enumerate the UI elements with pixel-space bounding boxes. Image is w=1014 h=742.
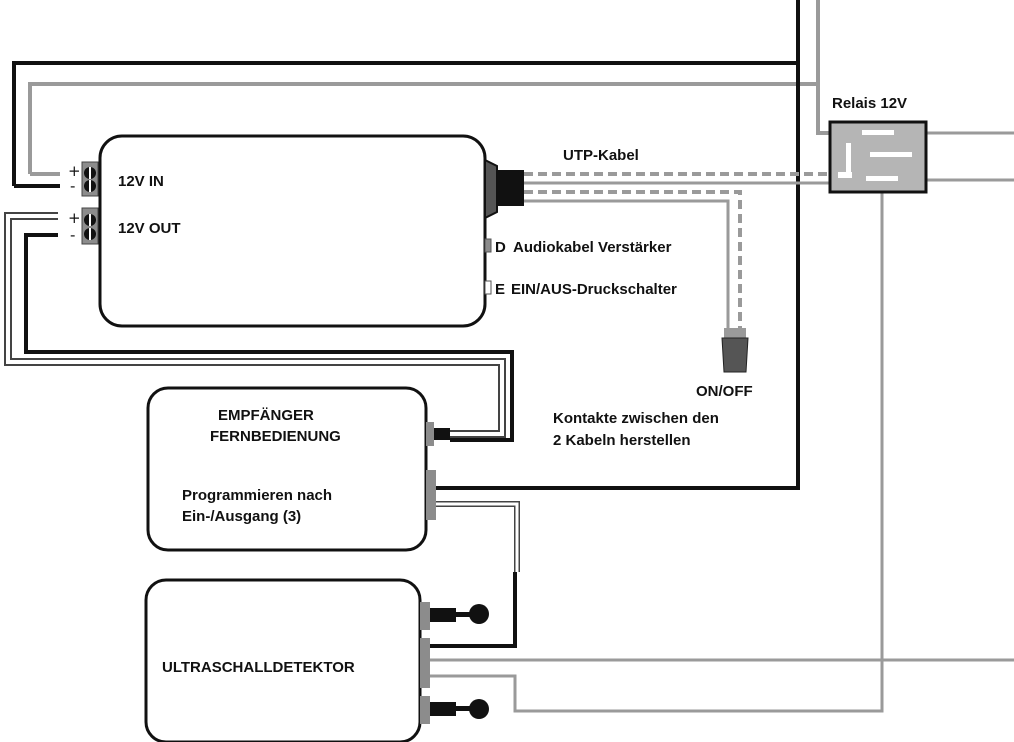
on-off-label: ON/OFF (696, 383, 753, 400)
port-d-label: D (495, 239, 506, 256)
black-detector-receiver-wire (430, 572, 517, 648)
receiver-title-2: FERNBEDIENUNG (210, 428, 341, 445)
contacts-line-1: Kontakte zwischen den (553, 410, 719, 427)
twin-out-wire-core (6, 214, 504, 436)
black-out-wire (24, 233, 514, 442)
utp-cable-label: UTP-Kabel (563, 147, 639, 164)
terminal-12v-in (81, 161, 99, 197)
grey-power-wire (28, 82, 818, 174)
utp-cable-to-switch-b (524, 199, 730, 330)
ultrasonic-detector-box (144, 578, 489, 742)
port-e-connector (484, 280, 492, 295)
relay-12v (828, 120, 928, 194)
port-d-connector (484, 238, 492, 253)
program-line-2: Ein-/Ausgang (3) (182, 508, 301, 525)
utp-cable-to-switch-a (524, 190, 742, 330)
grey-relay-feed-wire (816, 0, 838, 135)
port-e-label: E (495, 281, 505, 298)
in-minus-sign: - (70, 177, 75, 195)
push-switch-label: EIN/AUS-Druckschalter (511, 281, 677, 298)
white-receiver-detector-wire-core (430, 502, 519, 572)
remote-receiver-box (146, 386, 450, 552)
receiver-title-1: EMPFÄNGER (218, 407, 314, 424)
main-controller-box (98, 134, 524, 328)
out-plus-sign: + (68, 209, 81, 227)
label-12v-in: 12V IN (118, 173, 164, 190)
relay-label: Relais 12V (832, 95, 907, 112)
ultrasonic-label: ULTRASCHALLDETEKTOR (162, 659, 355, 676)
black-power-wire (12, 61, 798, 186)
black-main-vertical-wire (430, 0, 800, 490)
audio-cable-label: Audiokabel Verstärker (513, 239, 672, 256)
grey-relay-down-wire (430, 186, 884, 713)
out-minus-sign: - (70, 226, 75, 244)
on-off-plug (721, 328, 749, 373)
white-receiver-detector-wire (430, 501, 520, 572)
contacts-line-2: 2 Kabeln herstellen (553, 432, 691, 449)
program-line-1: Programmieren nach (182, 487, 332, 504)
in-plus-sign: + (68, 162, 81, 180)
label-12v-out: 12V OUT (118, 220, 181, 237)
terminal-12v-out (81, 207, 99, 245)
